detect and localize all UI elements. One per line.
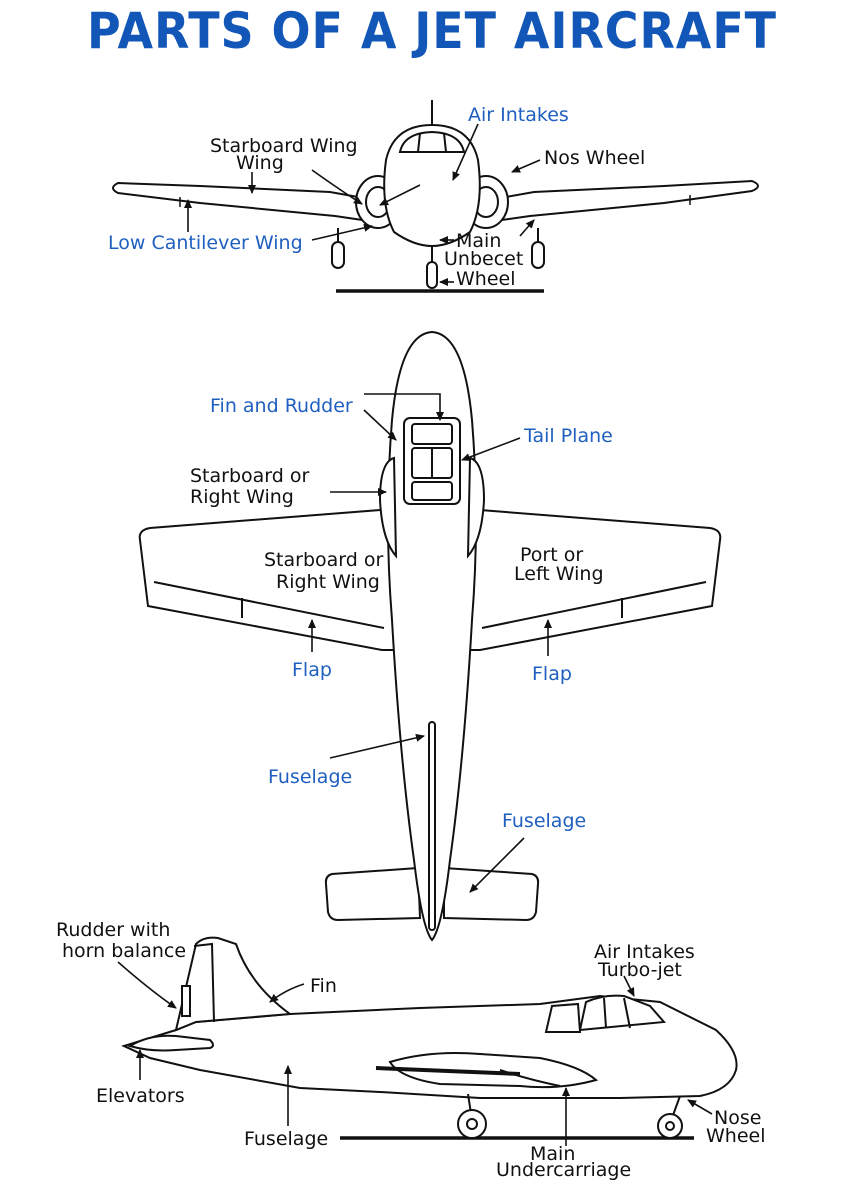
label-nose: Nose (714, 1107, 761, 1129)
front-right-wing (470, 179, 759, 226)
label-wheel-front: Wheel (456, 268, 516, 290)
label-starboard-wing-front-2: Wing (236, 152, 284, 174)
label-turbo-jet: Turbo-jet (597, 959, 682, 981)
label-flap-left: Flap (292, 659, 332, 681)
label-rudder-with: Rudder with (56, 919, 170, 941)
label-low-cantilever-wing: Low Cantilever Wing (108, 232, 303, 254)
label-fin: Fin (310, 975, 337, 997)
label-right-wing-1: Right Wing (190, 486, 294, 508)
label-horn-balance: horn balance (62, 940, 186, 962)
label-wheel-side: Wheel (706, 1125, 766, 1147)
label-fin-and-rudder: Fin and Rudder (210, 395, 353, 417)
label-fuselage-top-2: Fuselage (502, 810, 586, 832)
label-nose-wheel-front: Nos Wheel (544, 147, 645, 169)
label-tail-plane: Tail Plane (523, 425, 613, 447)
label-starboard-wing-front: Starboard Wing (210, 135, 358, 157)
label-air-intakes-side: Air Intakes (594, 941, 695, 963)
label-left-wing: Left Wing (514, 563, 604, 585)
front-view-arrows (184, 123, 541, 286)
top-view-aircraft (138, 330, 722, 942)
label-main-side: Main (530, 1143, 575, 1165)
label-unbecet-front: Unbecet (444, 248, 523, 270)
top-tail-left (324, 866, 422, 922)
label-starboard-or-1: Starboard or (190, 465, 309, 487)
label-fuselage-side: Fuselage (244, 1128, 328, 1150)
side-view-arrows (117, 961, 713, 1146)
top-tail-right (443, 866, 540, 922)
label-flap-right: Flap (532, 663, 572, 685)
side-canopy (578, 994, 667, 1032)
side-wing-root (388, 1052, 599, 1089)
top-right-wing (463, 498, 722, 651)
label-starboard-or-2: Starboard or (264, 549, 383, 571)
label-right-wing-2: Right Wing (276, 571, 380, 593)
label-undercarriage: Undercarriage (496, 1159, 631, 1181)
top-left-wing (138, 498, 398, 651)
label-elevators: Elevators (96, 1085, 185, 1107)
label-air-intakes-front: Air Intakes (468, 104, 569, 126)
label-port-or: Port or (520, 544, 583, 566)
top-view-arrows (308, 393, 552, 893)
page-title: PARTS OF A JET AIRCRAFT (87, 2, 777, 60)
side-view-aircraft (121, 936, 738, 1140)
label-fuselage-top-1: Fuselage (268, 766, 352, 788)
side-fin (174, 936, 293, 1032)
label-main-front: Main (456, 230, 501, 252)
front-view-aircraft (112, 100, 759, 293)
front-left-wing (112, 181, 394, 226)
